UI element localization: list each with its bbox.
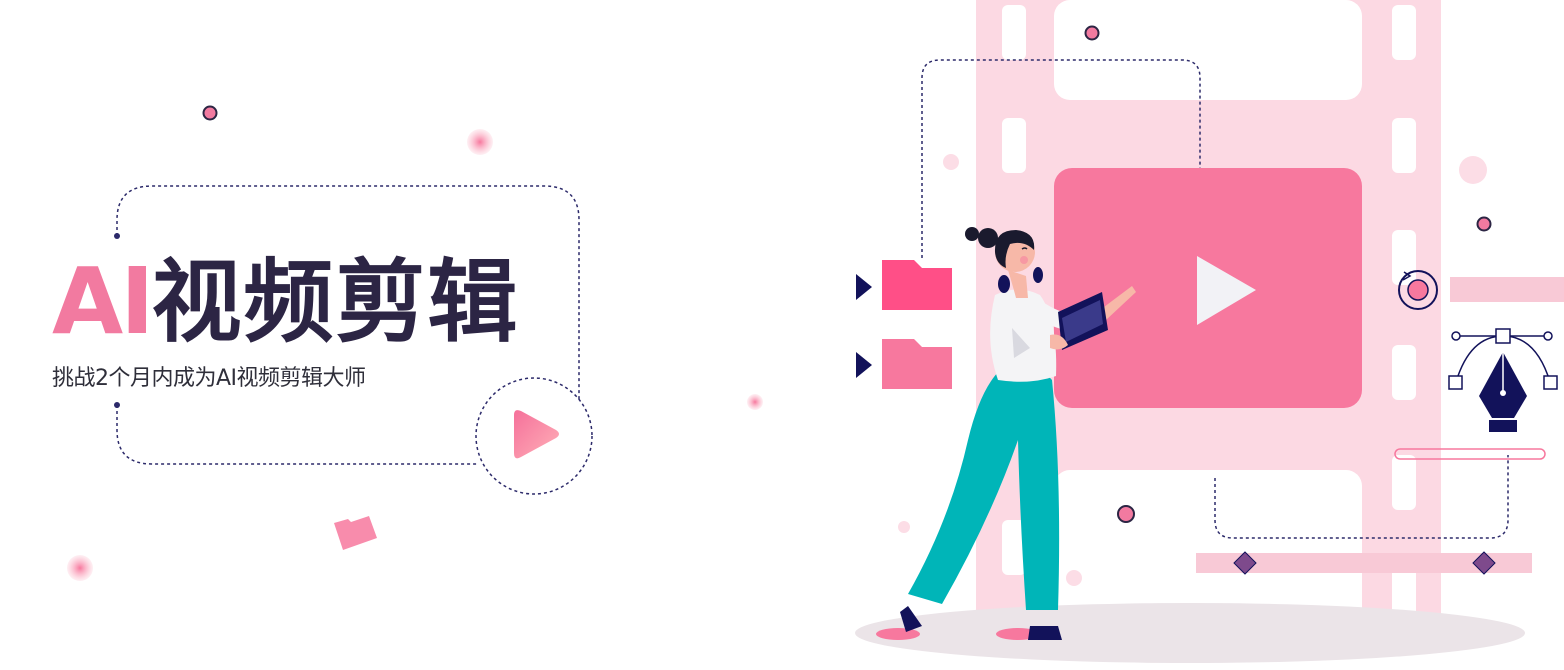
timeline-bar [1196,553,1532,573]
title-ai: AI [52,248,154,355]
play-icon [514,410,559,459]
decor-bubble [67,555,93,581]
diamond-icon [1472,551,1496,575]
play-icon [1197,256,1256,325]
arrow-icon [856,352,872,378]
pen-tool-icon [1448,328,1558,432]
folder-icon [882,260,952,310]
folder-icon [334,516,377,550]
hero-title: AI 视频剪辑 [52,238,519,348]
ground-shadow [855,603,1525,663]
title-frame-bottom [116,405,478,465]
diamond-icon [1233,551,1257,575]
arrow-icon [856,274,872,300]
title-main: 视频剪辑 [151,250,520,355]
play-ring [475,377,593,495]
decor-bubble [467,129,493,155]
decor-dot [202,105,218,121]
hero-subtitle: 挑战2个月内成为AI视频剪辑大师 [52,366,366,391]
film-perforations [1002,5,1416,623]
decor-bubble [747,394,763,410]
title-frame [116,185,580,400]
folder-icon [882,339,952,389]
rotate-icon [1398,270,1438,310]
woman-illustration [876,227,1136,640]
